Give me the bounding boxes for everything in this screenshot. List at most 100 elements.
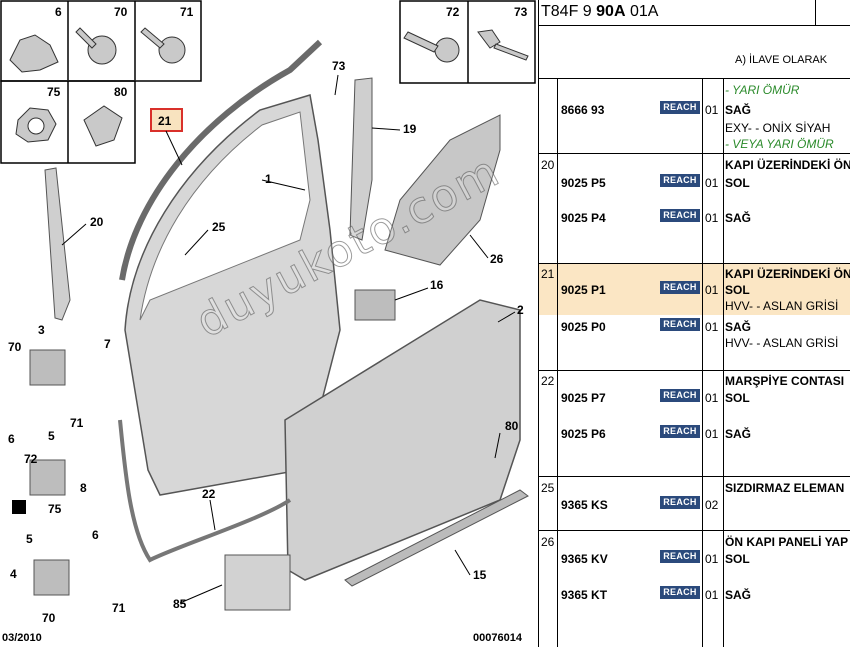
part-number[interactable]: 9365 KV bbox=[561, 552, 608, 566]
header-divider bbox=[815, 0, 816, 26]
callout-85: 85 bbox=[173, 597, 187, 611]
clip-kit-85 bbox=[224, 554, 291, 611]
callout-22: 22 bbox=[202, 487, 216, 501]
column-divider-qty bbox=[723, 78, 724, 647]
quantity: 01 bbox=[705, 211, 719, 225]
callout-15: 15 bbox=[473, 568, 487, 582]
bolt-71-icon bbox=[158, 36, 186, 64]
description-line: HVV- - ASLAN GRİSİ bbox=[725, 336, 839, 350]
part-number[interactable]: 9365 KT bbox=[561, 588, 608, 602]
reach-badge: REACH bbox=[660, 389, 700, 402]
row-separator bbox=[539, 476, 850, 477]
reach-badge: REACH bbox=[660, 209, 700, 222]
description-line: HVV- - ASLAN GRİSİ bbox=[725, 299, 839, 313]
callout-73: 73 bbox=[332, 59, 346, 73]
parts-diagram: 6 70 71 7 5 80 72 73 bbox=[0, 0, 536, 644]
thumb-label-73: 73 bbox=[514, 5, 528, 19]
callout-20: 20 bbox=[90, 215, 104, 229]
callout-4: 4 bbox=[10, 567, 17, 581]
front-door-window bbox=[139, 111, 311, 321]
callout-19: 19 bbox=[403, 122, 417, 136]
callout-2: 2 bbox=[517, 303, 524, 317]
description-line: SAĞ bbox=[725, 103, 752, 117]
description-line: ÖN KAPI PANELİ YAP bbox=[725, 535, 849, 549]
thumb-label-70: 70 bbox=[114, 5, 128, 19]
part-number[interactable]: 9025 P7 bbox=[561, 391, 606, 405]
bolt-70-shank-icon bbox=[75, 27, 97, 49]
callout-6-a: 6 bbox=[8, 432, 15, 446]
group-number: 26 bbox=[541, 535, 555, 549]
quantity: 01 bbox=[705, 320, 719, 334]
description-line: SAĞ bbox=[725, 211, 752, 225]
description-line: SOL bbox=[725, 552, 750, 566]
reach-badge: REACH bbox=[660, 550, 700, 563]
callout-5-a: 5 bbox=[48, 429, 55, 443]
callout-71-b: 71 bbox=[112, 601, 126, 615]
thumb-label-71: 71 bbox=[180, 5, 194, 19]
description-line: MARŞPİYE CONTASI bbox=[725, 374, 845, 388]
column-divider-group bbox=[557, 78, 558, 647]
callout-72: 72 bbox=[24, 452, 38, 466]
part-number[interactable]: 9025 P6 bbox=[561, 427, 606, 441]
pillar-trim-19 bbox=[349, 77, 373, 241]
annex-label: A) İLAVE OLARAK bbox=[735, 54, 828, 66]
part-number[interactable]: 9025 P0 bbox=[561, 320, 606, 334]
nut-75-hole-icon bbox=[27, 117, 45, 135]
row-separator bbox=[539, 263, 850, 264]
part-number[interactable]: 8666 93 bbox=[561, 103, 605, 117]
group-number: 20 bbox=[541, 158, 555, 172]
rear-door-shell bbox=[284, 299, 521, 581]
callout-26: 26 bbox=[490, 252, 504, 266]
row-separator bbox=[539, 153, 850, 154]
callout-5-b: 5 bbox=[26, 532, 33, 546]
callout-21: 21 bbox=[158, 114, 172, 128]
bolt-72-icon bbox=[434, 37, 460, 63]
reach-badge: REACH bbox=[660, 174, 700, 187]
quantity: 01 bbox=[705, 552, 719, 566]
reference-suffix: 01A bbox=[625, 3, 659, 20]
door-seal-22 bbox=[118, 419, 292, 563]
row-separator bbox=[539, 78, 850, 79]
thumb-label-72: 72 bbox=[446, 5, 460, 19]
part-number[interactable]: 9025 P4 bbox=[561, 211, 606, 225]
reach-badge: REACH bbox=[660, 425, 700, 438]
description-line: SOL bbox=[725, 391, 750, 405]
moulding-15 bbox=[344, 489, 529, 587]
callout-7: 7 bbox=[104, 337, 111, 351]
group-number: 25 bbox=[541, 481, 555, 495]
description-line: EXY- - ONİX SİYAH bbox=[725, 121, 831, 135]
reference-header: T84F 9 90A 01A bbox=[539, 0, 850, 26]
part-number[interactable]: 9025 P1 bbox=[561, 283, 606, 297]
callout-8: 8 bbox=[80, 481, 87, 495]
callout-3: 3 bbox=[38, 323, 45, 337]
reference-bold: 90A bbox=[596, 3, 626, 20]
quantity: 01 bbox=[705, 588, 719, 602]
reach-badge: REACH bbox=[660, 101, 700, 114]
bolt-72-shank-icon bbox=[403, 31, 439, 53]
part-number[interactable]: 9025 P5 bbox=[561, 176, 606, 190]
hinge-8 bbox=[29, 459, 66, 496]
description-line: SAĞ bbox=[725, 320, 752, 334]
description-line: SIZDIRMAZ ELEMAN bbox=[725, 481, 845, 495]
description-line: KAPI ÜZERİNDEKİ ÖN bbox=[725, 158, 850, 172]
part-number[interactable]: 9365 KS bbox=[561, 498, 608, 512]
callout-1: 1 bbox=[265, 172, 272, 186]
reach-badge: REACH bbox=[660, 586, 700, 599]
thumb-label-6: 6 bbox=[55, 5, 62, 19]
rivet-73-pin-icon bbox=[493, 43, 529, 61]
callout-70-b: 70 bbox=[42, 611, 56, 625]
clip-6-icon bbox=[9, 34, 59, 73]
group-number: 22 bbox=[541, 374, 555, 388]
reach-badge: REACH bbox=[660, 318, 700, 331]
fastener-thumbnail-grid bbox=[0, 0, 202, 164]
callout-80: 80 bbox=[505, 419, 519, 433]
strip-20 bbox=[44, 167, 71, 321]
fastener-thumbnail-grid-right bbox=[399, 0, 536, 84]
description-line: SAĞ bbox=[725, 588, 752, 602]
bolt-71-shank-icon bbox=[140, 27, 165, 49]
quantity: 02 bbox=[705, 498, 719, 512]
description-line: SAĞ bbox=[725, 427, 752, 441]
quantity: 01 bbox=[705, 391, 719, 405]
quantity: 01 bbox=[705, 283, 719, 297]
rivet-73-icon bbox=[477, 29, 501, 49]
